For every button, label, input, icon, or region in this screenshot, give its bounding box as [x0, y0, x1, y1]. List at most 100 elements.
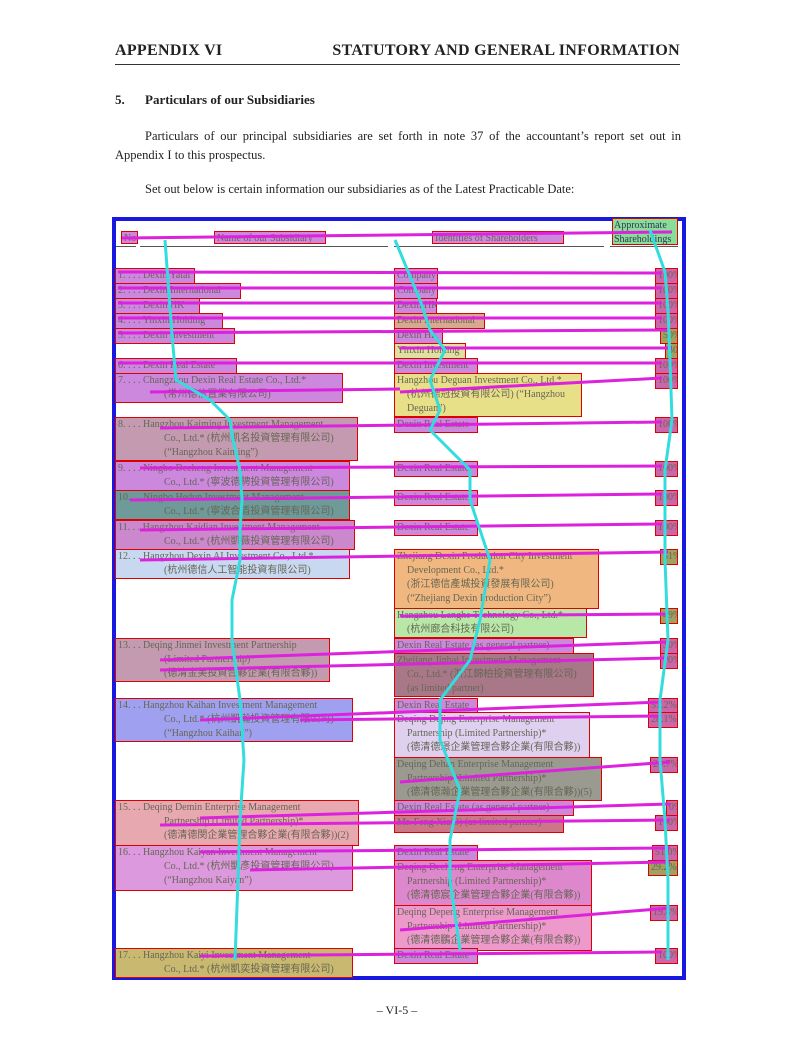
subsidiary-cell-line: 17. . . Hangzhou Kaiyi Investment Manage…: [118, 950, 311, 961]
subsidiary-cell-c13: 13. . . Deqing Jinmei Investment Partner…: [115, 638, 330, 682]
shareholding-cell-line: 50%: [668, 345, 678, 356]
shareholder-cell-line: Dexin Real Estate: [397, 463, 470, 474]
shareholding-cell-line: 51%: [663, 551, 677, 562]
subsidiary-cell-line: (杭州德信人工智能投資有限公司): [164, 565, 311, 576]
shareholding-cell-line: 19.8%: [653, 907, 678, 918]
subsidiary-cell-c02: 2. . . . Dexin International: [115, 283, 241, 299]
shareholder-cell-line: Hangzhou Langhe Technology Co., Ltd.*: [397, 610, 564, 621]
section-number: 5.: [115, 92, 125, 107]
shareholder-cell-s05b: Yinxin Holding: [394, 343, 466, 359]
shareholding-cell-line: 100%: [658, 817, 677, 828]
subsidiary-cell-line: Co., Ltd.* (杭州凱瀚投資管理有限公司): [164, 714, 334, 725]
shareholding-cell-line: 30%: [663, 640, 677, 651]
shareholder-cell-line: Deqing Dejing Enterprise Management: [397, 714, 555, 725]
shareholder-cell-s15b: Mr. Feng Xia(3) (as limited partner): [394, 815, 564, 833]
shareholding-cell-line: 100%: [658, 315, 677, 326]
shareholding-cell-p14c: 20.7%: [650, 757, 678, 773]
shareholder-cell-line: Deqing Decheng Enterprise Management: [397, 862, 563, 873]
shareholding-cell-line: 100%: [658, 285, 677, 296]
subsidiary-cell-line: Co., Ltd.* (杭州凱奕投資管理有限公司): [164, 964, 334, 975]
subsidiary-cell-c10: 10. . . Ningbo Hedun Investment Manageme…: [115, 490, 350, 520]
shareholder-cell-s05: Dexin HK: [394, 328, 443, 344]
shareholder-cell-line: Dexin Real Estate (as general partner): [397, 640, 550, 651]
shareholder-cell-line: Development Co., Ltd.*: [407, 565, 504, 576]
subsidiary-cell-line: (常州德信置業有限公司): [164, 389, 271, 400]
column-header-subsidiary: Name of our Subsidiary: [214, 231, 326, 244]
shareholder-cell-line: Dexin Real Estate: [397, 492, 470, 503]
shareholding-cell-p12b: 49%: [660, 608, 678, 624]
shareholder-cell-line: Dexin Real Estate (as general partner): [397, 802, 550, 813]
shareholder-cell-line: Mr. Feng Xia(3) (as limited partner): [397, 817, 542, 828]
shareholder-cell-line: Partnership (Limited Partnership)*: [407, 728, 547, 739]
shareholding-cell-p05: 50%: [660, 328, 678, 344]
table-intro-paragraph: Set out below is certain information our…: [145, 182, 575, 196]
shareholding-cell-line: 100%: [658, 492, 677, 503]
shareholding-cell-line: 20.7%: [653, 759, 678, 770]
shareholder-cell-line: (浙江德信產城投資發展有限公司): [407, 579, 554, 590]
appendix-title: STATUTORY AND GENERAL INFORMATION: [332, 42, 680, 59]
subsidiary-cell-line: 14. . . Hangzhou Kaihan Investment Manag…: [118, 700, 318, 711]
subsidiary-cell-c06: 6. . . . Dexin Real Estate: [115, 358, 237, 374]
column-rule-name: [140, 246, 388, 247]
shareholding-cell-p11: 100%: [655, 520, 678, 536]
shareholder-cell-line: (as limited partner): [407, 683, 484, 694]
shareholding-cell-p10: 100%: [655, 490, 678, 506]
shareholding-cell-line: 51.0%: [655, 847, 677, 858]
subsidiary-cell-line: (Limited Partnership)*: [164, 654, 256, 665]
shareholder-cell-line: Co., Ltd.* (浙江錦柏投資管理有限公司): [407, 669, 577, 680]
subsidiary-cell-line: 2. . . . Dexin International: [118, 285, 222, 296]
subsidiary-cell-c08: 8. . . . Hangzhou Kaiming Investment Man…: [115, 417, 358, 461]
shareholding-cell-p13b: 70%: [660, 653, 678, 669]
shareholder-cell-line: Deqing Depeng Enterprise Management: [397, 907, 559, 918]
subsidiary-cell-line: 15. . . Deqing Demin Enterprise Manageme…: [118, 802, 301, 813]
subsidiary-cell-line: 13. . . Deqing Jinmei Investment Partner…: [118, 640, 297, 651]
shareholder-cell-s01: Company: [394, 268, 438, 284]
shareholding-cell-p14b: 28.1%: [648, 712, 678, 728]
shareholder-cell-line: Dexin Investment: [397, 360, 469, 371]
subsidiary-cell-line: 12. . . Hangzhou Dexin AI Investment Co.…: [118, 551, 314, 562]
shareholder-cell-line: Zhejiang Dexin Production City Investmen…: [397, 551, 573, 562]
subsidiary-cell-line: Co., Ltd.* (杭州凱名投資管理有限公司): [164, 433, 334, 444]
shareholding-cell-line: 49%: [663, 610, 677, 621]
subsidiary-cell-c12: 12. . . Hangzhou Dexin AI Investment Co.…: [115, 549, 350, 579]
subsidiary-cell-line: 3. . . . Dexin HK: [118, 300, 185, 311]
shareholding-cell-line: 51.2%: [651, 700, 677, 711]
subsidiary-cell-line: (德清金美投資合夥企業(有限合夥)): [164, 668, 318, 679]
subsidiary-cell-line: 8. . . . Hangzhou Kaiming Investment Man…: [118, 419, 324, 430]
shareholding-cell-line: 100%: [658, 463, 677, 474]
shareholder-cell-s06: Dexin Investment: [394, 358, 478, 374]
shareholder-cell-line: Deqing Dehan Enterprise Management: [397, 759, 554, 770]
shareholder-cell-line: Partnership (Limited Partnership)*: [407, 921, 547, 932]
subsidiary-cell-line: (“Hangzhou Kaiming”): [164, 447, 259, 458]
subsidiary-cell-line: 7. . . . Changzhou Dexin Real Estate Co.…: [118, 375, 307, 386]
shareholder-cell-line: Company: [397, 270, 436, 281]
subsidiary-cell-line: (德清德閔企業管理合夥企業(有限合夥))(2): [164, 830, 349, 841]
subsidiary-cell-c05: 5. . . . Dexin Investment: [115, 328, 235, 344]
shareholder-cell-line: Dexin International: [397, 315, 476, 326]
table-region-outline: [112, 217, 686, 980]
shareholding-cell-line: 100%: [658, 419, 677, 430]
shareholding-cell-line: 100%: [658, 950, 677, 961]
shareholder-cell-s17: Dexin Real Estate: [394, 948, 478, 964]
shareholding-cell-p04: 100%: [655, 313, 678, 329]
column-header-no: No.: [121, 231, 138, 244]
shareholder-cell-line: (杭州德冠投資有限公司) (“Hangzhou: [407, 389, 566, 400]
shareholder-cell-line: (德清德鵬企業管理合夥企業(有限合夥)): [407, 935, 581, 946]
shareholder-cell-s15: Dexin Real Estate (as general partner): [394, 800, 574, 816]
shareholder-cell-s02: Company: [394, 283, 438, 299]
subsidiary-cell-line: Co., Ltd.* (寧波德騁投資管理有限公司): [164, 477, 334, 488]
appendix-label: APPENDIX VI: [115, 42, 223, 59]
column-header-shareholdings: Approximate Shareholdings: [612, 218, 678, 245]
shareholding-cell-p09: 100%: [655, 461, 678, 477]
subsidiary-cell-c01: 1. . . . Dexin Yatai: [115, 268, 195, 284]
shareholding-cell-p08: 100%: [655, 417, 678, 433]
shareholding-cell-p16b: 29.2%: [648, 860, 678, 876]
shareholder-cell-line: Dexin Real Estate: [397, 700, 470, 711]
shareholding-cell-line: 29.2%: [651, 862, 677, 873]
shareholder-cell-s10: Dexin Real Estate: [394, 490, 478, 506]
column-header-shareholdings-line2: Shareholdings: [614, 234, 672, 245]
subsidiary-cell-line: 6. . . . Dexin Real Estate: [118, 360, 216, 371]
subsidiary-cell-line: 16. . . Hangzhou Kaiyan Investment Manag…: [118, 847, 318, 858]
